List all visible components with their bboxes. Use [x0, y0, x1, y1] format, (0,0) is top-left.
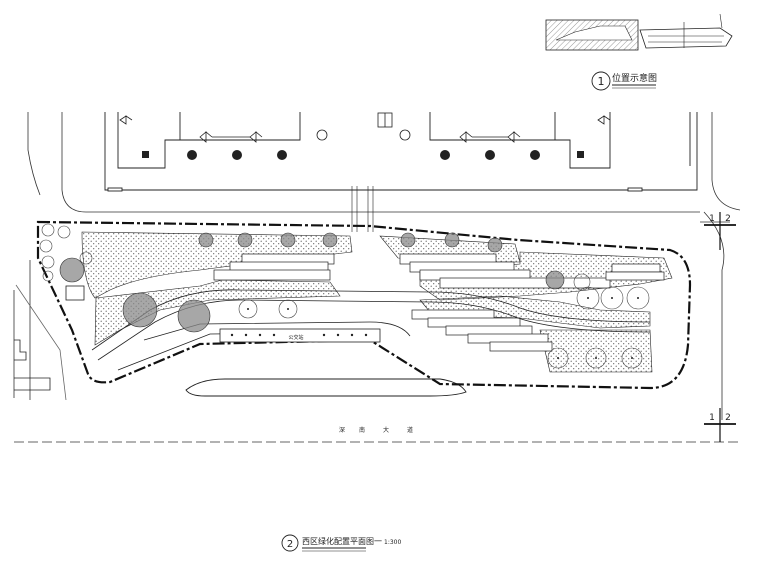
section-mark-top-left: 1: [709, 214, 715, 224]
inset-number: 1: [598, 75, 605, 88]
section-mark-bottom: 1 2: [704, 408, 736, 442]
inset-title: 位置示意图: [612, 72, 657, 84]
section-mark-top-right: 2: [725, 214, 731, 224]
section-mark-bottom-right: 2: [725, 413, 731, 423]
plan-scale: 1:300: [384, 539, 401, 546]
section-mark-bottom-left: 1: [709, 413, 715, 423]
road-edges: [13, 112, 741, 443]
road-name: 深 南 大 道: [339, 426, 413, 434]
kiosk-dots: [230, 333, 368, 337]
road-char-4: 道: [407, 426, 413, 434]
building-columns: [142, 150, 584, 160]
drawing-caption: 2 西区绿化配置平面图一 1:300: [281, 534, 401, 552]
plan-number: 2: [287, 539, 293, 550]
planter-strips: [213, 253, 665, 352]
shade-trees: [59, 232, 565, 333]
kiosk-label: 公交站: [288, 334, 303, 341]
outline-trees: [39, 223, 650, 369]
bus-kiosk: [219, 328, 381, 343]
corner-planter: [65, 285, 85, 301]
left-structure: [14, 339, 51, 391]
road-char-1: 深: [339, 426, 345, 434]
building-fixtures: [119, 112, 611, 143]
building-outline: [104, 112, 698, 192]
road-char-2: 南: [359, 426, 365, 434]
road-centerlines: [351, 186, 374, 232]
section-mark-top: 1 2: [704, 212, 736, 250]
median-island: [185, 378, 467, 397]
road-char-3: 大: [383, 426, 389, 434]
planting-island: [36, 220, 692, 390]
tree-centers: [247, 297, 639, 359]
plan-title: 西区绿化配置平面图一: [302, 536, 382, 546]
location-inset: [545, 13, 733, 51]
stipple-beds: [81, 231, 673, 373]
inset-caption: 1 位置示意图: [591, 71, 657, 91]
